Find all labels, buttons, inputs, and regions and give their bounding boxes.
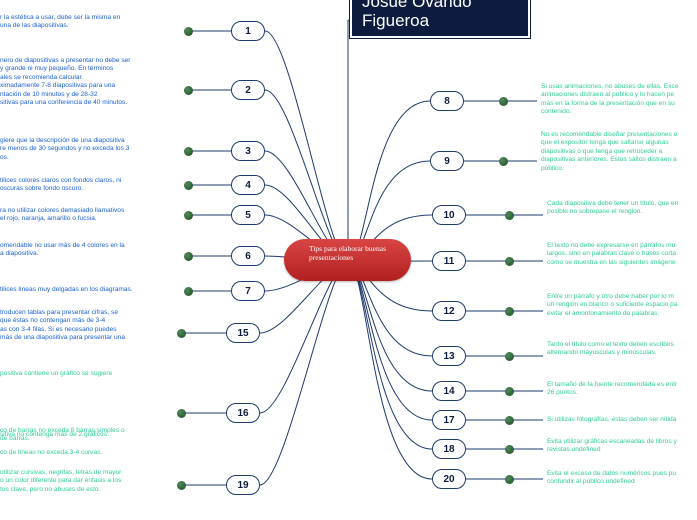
link-line xyxy=(259,261,349,486)
topic-text-17: Si utilizas fotografías, éstas deben ser… xyxy=(547,416,677,423)
topic-node-5[interactable]: 5 xyxy=(231,205,265,225)
link-line xyxy=(347,261,433,450)
link-line xyxy=(259,261,349,414)
topic-node-14[interactable]: 14 xyxy=(432,381,466,401)
topic-node-17[interactable]: 17 xyxy=(432,410,466,430)
connector-dot xyxy=(505,415,514,425)
topic-text-2: nero de diapositivas a presentar no debe… xyxy=(0,57,131,107)
connector-dot xyxy=(505,210,514,220)
connector-dot xyxy=(499,156,508,166)
link-line xyxy=(347,261,433,421)
connector-dot xyxy=(184,85,193,95)
connector-dot xyxy=(184,210,193,220)
central-topic[interactable]: Tips para elaborar buenas presentaciones xyxy=(284,239,411,281)
map-title: Josue Ovando Figueroa xyxy=(349,0,531,39)
topic-node-12[interactable]: 12 xyxy=(432,301,466,321)
topic-node-18[interactable]: 18 xyxy=(432,439,466,459)
connector-dot xyxy=(184,26,193,36)
link-line xyxy=(264,30,349,263)
topic-text-12: Entre un párrafo y otro debe haber por l… xyxy=(547,293,678,317)
connector-dot xyxy=(505,351,514,361)
subtopic-text: sitiva no contenga más de 2 gráficos. xyxy=(0,431,109,438)
subtopic-text: co de líneas no exceda 3-4 curvas. xyxy=(0,449,103,456)
topic-node-2[interactable]: 2 xyxy=(231,80,265,100)
topic-node-10[interactable]: 10 xyxy=(432,205,466,225)
topic-node-4[interactable]: 4 xyxy=(231,175,265,195)
topic-node-8[interactable]: 8 xyxy=(430,91,464,111)
topic-text-6: omendable no usar más de 4 colores en la… xyxy=(0,242,125,258)
link-line xyxy=(347,100,431,263)
connector-dot xyxy=(505,306,514,316)
connector-dot xyxy=(184,286,193,296)
connector-dot xyxy=(499,96,508,106)
topic-node-16[interactable]: 16 xyxy=(226,403,260,423)
topic-text-4: tilices colores claros con fondos claros… xyxy=(0,177,122,193)
topic-node-13[interactable]: 13 xyxy=(432,346,466,366)
connector-dot xyxy=(177,480,186,490)
connector-dot xyxy=(184,251,193,261)
topic-text-9: No es recomendable diseñar presentacione… xyxy=(541,131,678,172)
topic-node-19[interactable]: 19 xyxy=(226,475,260,495)
connector-dot xyxy=(505,386,514,396)
topic-text-1: r la estética a usar, debe ser la misma … xyxy=(0,14,121,30)
topic-node-11[interactable]: 11 xyxy=(432,251,466,271)
subtopic-text: positiva contiene un gráfico se sugiere xyxy=(0,370,113,377)
topic-node-1[interactable]: 1 xyxy=(231,21,265,41)
connector-dot xyxy=(177,408,186,418)
connector-dot xyxy=(505,474,514,484)
topic-node-20[interactable]: 20 xyxy=(432,469,466,489)
topic-node-7[interactable]: 7 xyxy=(231,281,265,301)
topic-text-16: co de barras no exceda 8 barras simples … xyxy=(0,427,125,443)
topic-text-3: giere que la descripción de una diaposit… xyxy=(0,137,130,161)
topic-node-15[interactable]: 15 xyxy=(226,323,260,343)
connector-dot xyxy=(177,328,186,338)
topic-text-19: utilizar cursivas, negritas, letras de m… xyxy=(0,469,122,493)
topic-text-7: tilices líneas muy delgadas en los diagr… xyxy=(0,286,133,293)
topic-text-13: Tanto el título como el texto deben escr… xyxy=(547,341,674,357)
topic-text-20: Evita el exceso de datos numéricos pues … xyxy=(547,470,677,486)
topic-text-18: Evita utilizar gráficas escaneadas de li… xyxy=(547,438,677,454)
topic-text-8: Si usas animaciones, no abuses de ellas.… xyxy=(541,83,679,116)
topic-text-14: El tamaño de la fuente recomendada es en… xyxy=(547,381,678,397)
connector-dot xyxy=(184,146,193,156)
topic-text-5: ra no utilizar colores demasiado llamati… xyxy=(0,207,125,223)
topic-node-6[interactable]: 6 xyxy=(231,246,265,266)
link-line xyxy=(347,261,433,392)
topic-text-11: El texto no debe expresarse en párrafos … xyxy=(547,242,677,266)
connector-dot xyxy=(505,444,514,454)
connector-dot xyxy=(505,256,514,266)
topic-node-3[interactable]: 3 xyxy=(231,141,265,161)
topic-text-15: troducen tablas para presentar cifras, s… xyxy=(0,309,125,342)
topic-text-10: Cada diapositiva debe tener un título, q… xyxy=(547,200,679,216)
connector-dot xyxy=(184,180,193,190)
topic-node-9[interactable]: 9 xyxy=(430,151,464,171)
